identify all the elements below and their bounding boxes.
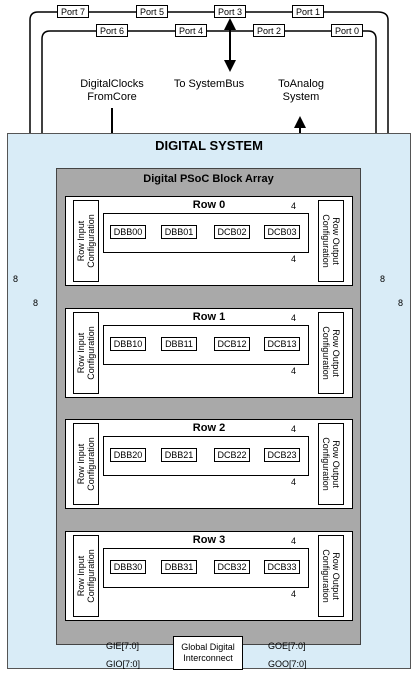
bus-width-label: 4: [291, 201, 297, 211]
port-2-box: Port 2: [253, 24, 285, 37]
port-5-box: Port 5: [136, 5, 168, 18]
global-digital-interconnect: Global Digital Interconnect: [173, 636, 243, 670]
row-2: Row 2 Row Input Configuration DBB20 DBB2…: [65, 419, 353, 509]
port-1-box: Port 1: [292, 5, 324, 18]
goo-label: GOO[7:0]: [268, 659, 307, 669]
row-0: Row 0 Row Input Configuration DBB00 DBB0…: [65, 196, 353, 286]
row-output-config: Row Output Configuration: [318, 312, 344, 394]
system-bus-label: To SystemBus: [173, 78, 245, 90]
row-title: Row 0: [192, 199, 226, 211]
bus-width-label: 8: [33, 298, 39, 308]
digital-block: DCB03: [264, 225, 300, 239]
block-group: DBB10 DBB11 DCB12 DCB13: [103, 325, 309, 365]
goe-label: GOE[7:0]: [268, 641, 306, 651]
digital-block: DCB32: [214, 560, 250, 574]
digital-block: DBB00: [110, 225, 146, 239]
digital-clocks-label: DigitalClocks FromCore: [80, 78, 144, 103]
row-input-config: Row Input Configuration: [73, 535, 99, 617]
port-3-box: Port 3: [214, 5, 246, 18]
digital-block: DCB23: [264, 448, 300, 462]
digital-block: DCB13: [264, 337, 300, 351]
digital-system-title: DIGITAL SYSTEM: [155, 138, 263, 153]
digital-block: DCB02: [214, 225, 250, 239]
block-group: DBB30 DBB31 DCB32 DCB33: [103, 548, 309, 588]
bus-width-label: 4: [291, 254, 297, 264]
block-group: DBB00 DBB01 DCB02 DCB03: [103, 213, 309, 253]
row-output-config: Row Output Configuration: [318, 423, 344, 505]
bus-width-label: 4: [291, 366, 297, 376]
digital-block: DCB33: [264, 560, 300, 574]
bus-width-label: 8: [13, 274, 19, 284]
bus-width-label: 4: [291, 536, 297, 546]
row-input-config: Row Input Configuration: [73, 423, 99, 505]
digital-block: DBB30: [110, 560, 146, 574]
digital-block: DBB31: [161, 560, 197, 574]
block-group: DBB20 DBB21 DCB22 DCB23: [103, 436, 309, 476]
digital-block: DBB11: [161, 337, 197, 351]
row-1: Row 1 Row Input Configuration DBB10 DBB1…: [65, 308, 353, 398]
gio-label: GIO[7:0]: [106, 659, 141, 669]
bus-width-label: 8: [380, 274, 386, 284]
digital-block: DBB21: [161, 448, 197, 462]
gie-label: GIE[7:0]: [106, 641, 140, 651]
port-6-box: Port 6: [96, 24, 128, 37]
row-input-config: Row Input Configuration: [73, 312, 99, 394]
analog-system-label: ToAnalog System: [278, 78, 324, 103]
port-0-box: Port 0: [331, 24, 363, 37]
port-7-box: Port 7: [57, 5, 89, 18]
bus-width-label: 4: [291, 589, 297, 599]
row-title: Row 3: [192, 534, 226, 546]
digital-block: DBB10: [110, 337, 146, 351]
digital-block: DBB20: [110, 448, 146, 462]
row-input-config: Row Input Configuration: [73, 200, 99, 282]
row-3: Row 3 Row Input Configuration DBB30 DBB3…: [65, 531, 353, 621]
block-array-title: Digital PSoC Block Array: [143, 173, 274, 185]
row-output-config: Row Output Configuration: [318, 200, 344, 282]
digital-block: DBB01: [161, 225, 197, 239]
digital-block: DCB22: [214, 448, 250, 462]
bus-width-label: 4: [291, 477, 297, 487]
row-output-config: Row Output Configuration: [318, 535, 344, 617]
bus-width-label: 4: [291, 313, 297, 323]
port-4-box: Port 4: [175, 24, 207, 37]
digital-block: DCB12: [214, 337, 250, 351]
row-title: Row 1: [192, 311, 226, 323]
bus-width-label: 8: [398, 298, 404, 308]
bus-width-label: 4: [291, 424, 297, 434]
row-title: Row 2: [192, 422, 226, 434]
